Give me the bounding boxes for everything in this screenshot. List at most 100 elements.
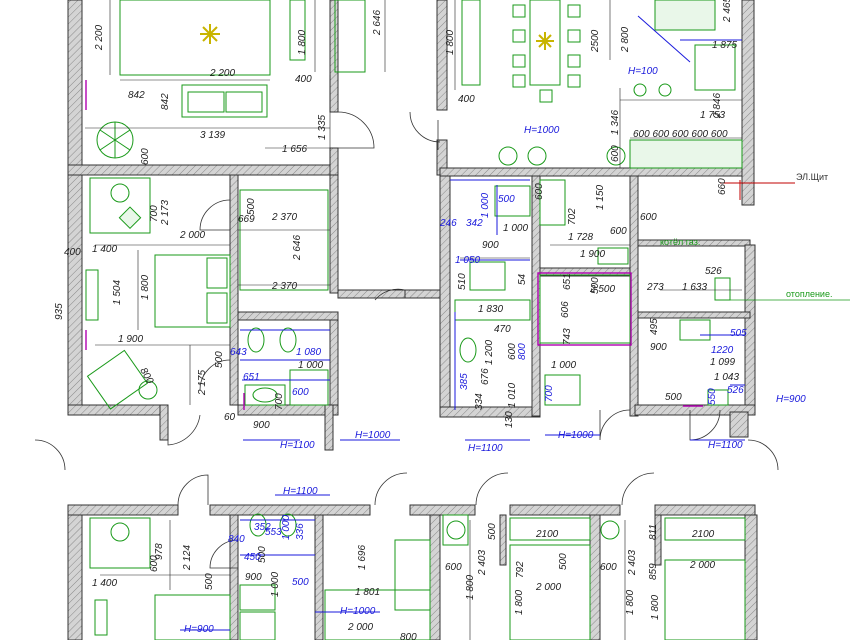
plant-a xyxy=(498,146,518,166)
dim-1800d: 1 800 xyxy=(465,575,476,600)
light-dining xyxy=(536,32,554,50)
dining-table xyxy=(529,0,561,86)
blue-h1100a: H=1100 xyxy=(280,440,315,451)
blue-600a: 600 xyxy=(292,387,309,398)
desk-bedroom xyxy=(89,177,151,234)
toilet-mid xyxy=(459,337,477,363)
door-bottom-a xyxy=(177,474,209,506)
dim-2403a: 2 403 xyxy=(477,550,488,576)
wall-horizontal-1 xyxy=(67,164,334,176)
dim-2646b: 2 646 xyxy=(292,235,303,261)
dim-1335: 1 335 xyxy=(317,115,328,140)
boiler xyxy=(714,277,731,301)
blue-1050: 1 050 xyxy=(455,255,480,266)
wall-bottom-top-3 xyxy=(409,504,476,516)
door-entry-a xyxy=(167,410,201,446)
dim-600row: 600 600 600 600 600 xyxy=(633,129,728,140)
dim-600i: 600 xyxy=(600,562,617,573)
dim-600c: 600 xyxy=(534,183,545,200)
dim-2175: 2 175 xyxy=(197,370,208,396)
blue-500b: 500 xyxy=(292,577,309,588)
dim-600g: 600 xyxy=(149,555,160,572)
dim-900d: 900 xyxy=(650,342,667,353)
dim-526a: 526 xyxy=(705,266,722,277)
door-corridor xyxy=(374,288,406,301)
wall-bottom-inner-5 xyxy=(499,514,507,566)
dim-500f: 500 xyxy=(204,573,215,590)
dim-500g: 500 xyxy=(558,553,569,570)
bed-bottom-a xyxy=(154,594,231,640)
dim-606: 606 xyxy=(560,301,571,318)
wardrobe-outline xyxy=(537,272,632,346)
living-rug xyxy=(119,0,271,76)
dim-2500a: 2500 xyxy=(590,29,601,53)
blue-h900a: H=900 xyxy=(776,394,806,405)
dim-2370a: 2 370 xyxy=(271,212,297,223)
dim-900a: 900 xyxy=(253,420,270,431)
wall-bottom-inner-4 xyxy=(589,514,601,640)
dim-600b: 600 xyxy=(610,145,621,162)
wardrobe-bottom-d xyxy=(664,517,746,541)
dim-510: 510 xyxy=(457,273,468,290)
dim-600a: 600 xyxy=(140,148,151,165)
dim-1656: 1 656 xyxy=(282,144,307,155)
blue-651: 651 xyxy=(243,372,260,383)
dim-2100a: 2100 xyxy=(535,529,559,540)
label-heating: отопление. xyxy=(786,289,832,299)
dim-1830: 1 830 xyxy=(478,304,503,315)
sink-mid xyxy=(494,185,531,217)
dim-400c: 400 xyxy=(64,247,81,258)
dim-1346: 1 346 xyxy=(610,110,621,135)
dim-470: 470 xyxy=(494,324,511,335)
dim-800a: 800 xyxy=(137,366,155,386)
blue-h1100d: H=1100 xyxy=(283,486,318,497)
dim-900e: 900 xyxy=(245,572,262,583)
dim-1200: 1 200 xyxy=(484,340,495,365)
dim-1900a: 1 900 xyxy=(118,334,143,345)
door-kitchen xyxy=(409,111,441,143)
dim-500i: 500 xyxy=(257,546,268,563)
door-bottom-b xyxy=(374,472,408,506)
wall-bath-top xyxy=(237,311,339,321)
door-bottom-d xyxy=(621,472,655,506)
dim-669: 669 xyxy=(238,214,255,225)
wall-bottom-top-5 xyxy=(654,504,756,516)
dim-1010: 1 010 xyxy=(507,383,518,408)
dim-1800e: 1 800 xyxy=(514,590,525,615)
kitchen-counter-top xyxy=(654,0,716,31)
dim-859: 859 xyxy=(648,563,659,580)
dim-842a: 842 xyxy=(128,90,145,101)
dim-2403b: 2 403 xyxy=(627,550,638,576)
blue-h1100b: H=1100 xyxy=(468,443,503,454)
wall-bottom-top-1 xyxy=(67,504,179,516)
blue-246: 246 xyxy=(439,218,457,229)
dim-1400b: 1 400 xyxy=(92,578,117,589)
shelf-living xyxy=(289,0,306,61)
dim-1000e: 1 000 xyxy=(270,572,281,597)
doors xyxy=(34,111,779,569)
dim-1800f: 1 800 xyxy=(625,590,636,615)
wall-bath-right xyxy=(329,319,339,416)
door-bottom-c xyxy=(475,472,509,506)
dim-676: 676 xyxy=(480,368,491,385)
dim-2173: 2 173 xyxy=(160,200,171,226)
dim-2646a: 2 646 xyxy=(372,10,383,36)
dim-1400a: 1 400 xyxy=(92,244,117,255)
dim-2846: 2 846 xyxy=(712,93,723,119)
blue-342: 342 xyxy=(466,218,483,229)
light-living xyxy=(200,24,220,44)
blue-h1000c: H=1000 xyxy=(558,430,594,441)
sofa-bottom xyxy=(394,539,431,611)
wall-right-outer xyxy=(741,0,755,206)
dim-1043: 1 043 xyxy=(714,372,739,383)
dim-273: 273 xyxy=(646,282,664,293)
wall-bottom-left-outer xyxy=(67,514,83,640)
dim-700a: 700 xyxy=(149,205,160,222)
furniture xyxy=(85,0,746,640)
dim-1633: 1 633 xyxy=(682,282,707,293)
dim-2800: 2 800 xyxy=(620,27,631,53)
dimension-lines xyxy=(85,0,742,640)
dim-792: 792 xyxy=(515,561,526,578)
dim-660: 660 xyxy=(717,178,728,195)
wall-bottom-inner-1 xyxy=(229,514,239,640)
